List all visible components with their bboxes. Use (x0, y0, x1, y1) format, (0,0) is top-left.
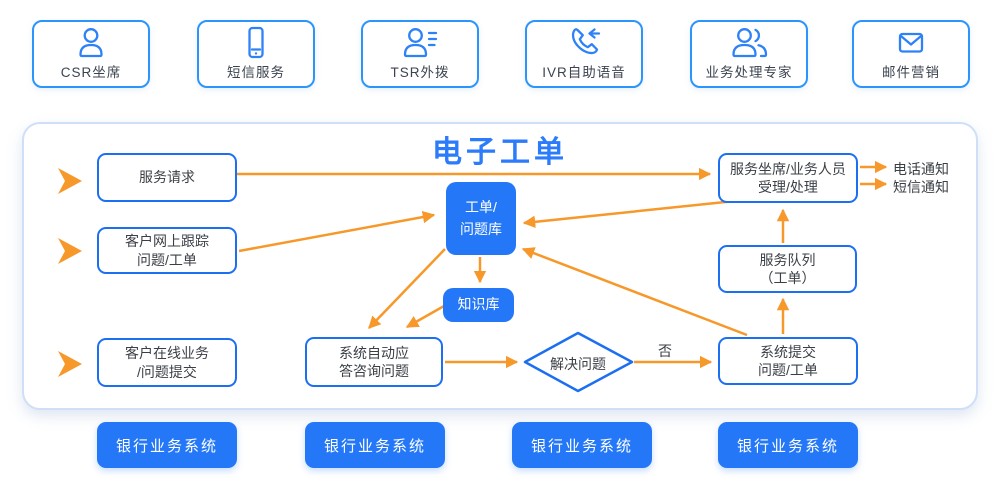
top-box-label: 短信服务 (227, 65, 285, 80)
decision-label: 解决问题 (550, 356, 606, 372)
branch-no-label: 否 (658, 343, 672, 359)
person-list-icon (403, 28, 438, 58)
top-box-sms-service: 短信服务 (197, 20, 315, 88)
top-box-tsr-outbound: TSR外拨 (361, 20, 479, 88)
mobile-phone-icon (248, 26, 264, 59)
person-icon (79, 28, 103, 58)
top-box-label: 邮件营销 (882, 65, 940, 80)
top-box-label: IVR自助语音 (542, 65, 626, 80)
top-box-email-marketing: 邮件营销 (852, 20, 970, 88)
node-customer-online-submit: 客户在线业务 /问题提交 (97, 338, 237, 387)
node-auto-answer: 系统自动应 答咨询问题 (305, 337, 443, 387)
node-service-queue: 服务队列 （工单） (718, 245, 857, 293)
top-box-label: CSR坐席 (60, 65, 122, 80)
phone-incoming-call-icon (571, 28, 601, 55)
mail-icon (898, 32, 924, 53)
bank-system-button: 银行业务系统 (97, 422, 237, 468)
top-box-business-experts: 业务处理专家 (690, 20, 808, 88)
node-service-request: 服务请求 (97, 153, 237, 202)
node-customer-web-track: 客户网上跟踪 问题/工单 (97, 227, 237, 274)
node-ticket-issue-db: 工单/ 问题库 (446, 182, 516, 255)
top-box-label: 业务处理专家 (705, 65, 793, 80)
bank-system-button: 银行业务系统 (305, 422, 445, 468)
top-box-label: TSR外拨 (390, 65, 450, 80)
phone-notify-label: 电话通知 (893, 161, 949, 177)
bank-system-button: 银行业务系统 (718, 422, 858, 468)
bank-system-button: 银行业务系统 (512, 422, 652, 468)
node-system-submit: 系统提交 问题/工单 (718, 337, 858, 385)
people-icon (732, 28, 768, 58)
top-box-ivr-voice: IVR自助语音 (525, 20, 643, 88)
panel-title: 电子工单 (432, 136, 568, 169)
top-box-csr-seat: CSR坐席 (32, 20, 150, 88)
node-knowledge-db: 知识库 (443, 288, 514, 322)
node-agent-handle: 服务坐席/业务人员 受理/处理 (718, 153, 858, 203)
sms-notify-label: 短信通知 (893, 179, 949, 195)
